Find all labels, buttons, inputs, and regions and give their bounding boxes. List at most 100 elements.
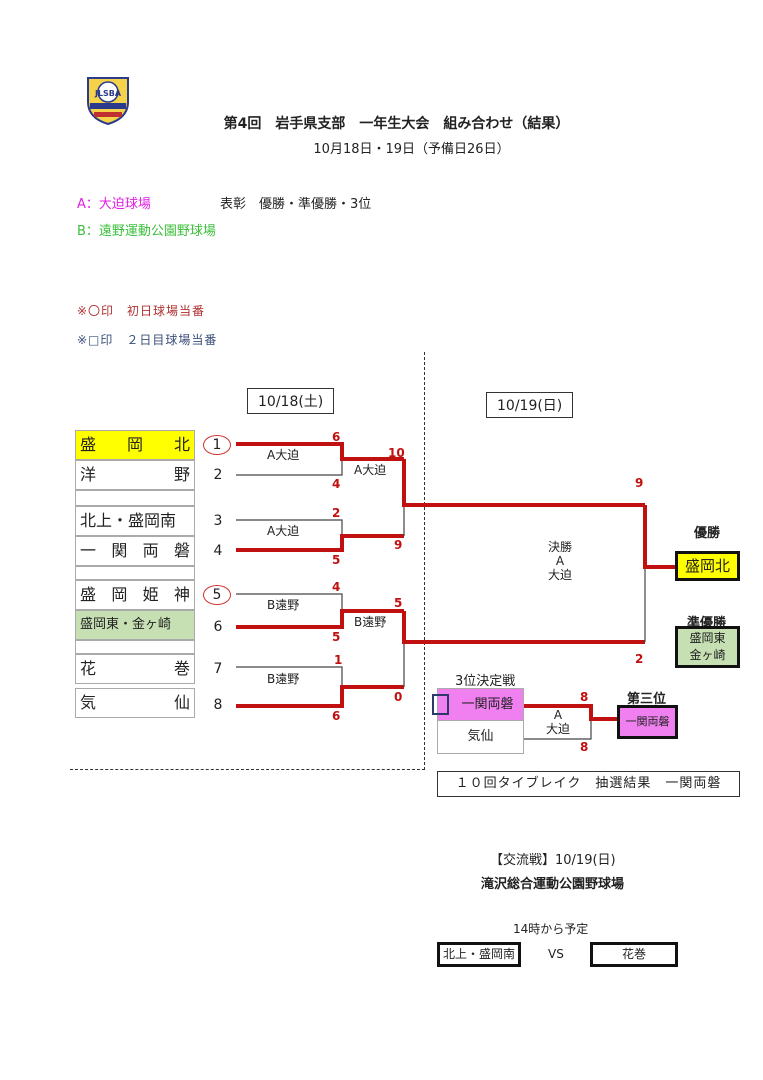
line-third-loser: [523, 719, 592, 740]
final-score-bottom: 2: [635, 652, 644, 666]
team-name-part: 野: [173, 465, 190, 484]
day2-label: 10/19(日): [486, 392, 574, 418]
seed-4: 4: [213, 543, 223, 559]
line-r1m4-winner: [236, 685, 404, 708]
team-name-part: 仙: [173, 693, 190, 712]
team-name-part: 北: [173, 435, 190, 454]
third-team1-name: 一関両磐: [461, 697, 514, 712]
third-venue-2: 大迫: [545, 722, 570, 736]
team-spacer: [75, 566, 195, 580]
exchange-team2: 花巻: [590, 942, 678, 967]
final-score-top: 9: [635, 476, 644, 490]
final-label-1: 決勝: [547, 540, 572, 554]
final-label: 決勝 A 大迫: [530, 540, 590, 582]
team-name-part: 盛岡東・金ヶ崎: [80, 617, 172, 632]
team-2: 洋野: [75, 460, 195, 490]
final-label-3: 大迫: [547, 568, 572, 582]
final-label-2: A: [555, 554, 565, 568]
line-final-winner: [643, 505, 676, 569]
team-name-part: 巻: [173, 659, 190, 678]
r1m1-score-top: 6: [332, 430, 341, 444]
team-name-part: 関: [111, 541, 128, 560]
line-semi2-winner: [402, 611, 645, 644]
exchange-team1: 北上・盛岡南: [437, 942, 521, 967]
r1m2-venue: A大迫: [267, 524, 300, 538]
seed-6: 6: [213, 619, 223, 635]
day1-label: 10/18(土): [247, 388, 335, 414]
r1m3-score-bottom: 5: [332, 630, 341, 644]
divider-vertical: [424, 352, 425, 770]
semi1-score-top: 10: [388, 446, 405, 460]
award-note: 表彰 優勝・準優勝・3位: [220, 197, 372, 212]
runnerup-line1: 盛岡東: [689, 631, 726, 645]
r1m1-score-bottom: 4: [332, 477, 341, 491]
page-dates: 10月18日・19日（予備日26日）: [313, 142, 510, 157]
third-venue: A 大迫: [540, 708, 576, 736]
team-7: 花巻: [75, 654, 195, 684]
r1m4-score-top: 1: [334, 653, 343, 667]
team-4: 一関両磐: [75, 536, 195, 566]
r1m2-score-top: 2: [332, 506, 341, 520]
team-8: 気仙: [75, 688, 195, 718]
semi2-venue: B遠野: [354, 615, 387, 629]
team-5: 盛岡姫神: [75, 580, 195, 610]
seed-1: 1: [203, 435, 231, 455]
team-name-part: 姫: [142, 585, 159, 604]
third-title: 3位決定戦: [455, 674, 516, 689]
note-square: ※□印 ２日目球場当番: [77, 333, 218, 347]
r1m3-score-top: 4: [332, 580, 341, 594]
seed-3: 3: [213, 513, 223, 529]
exchange-venue: 滝沢総合運動公園野球場: [481, 877, 625, 892]
champion-title: 優勝: [694, 526, 721, 541]
r1m4-venue: B遠野: [267, 672, 300, 686]
exchange-vs: VS: [548, 947, 564, 961]
line-r1m2-loser: [236, 519, 343, 536]
r1m2-score-bottom: 5: [332, 553, 341, 567]
seed-7: 7: [213, 661, 223, 677]
exchange-team1-name: 北上・盛岡南: [442, 947, 515, 961]
team-name-part: 洋: [80, 465, 97, 484]
champion-box: 盛岡北: [675, 551, 740, 581]
semi1-venue: A大迫: [354, 463, 387, 477]
note-circle: ※〇印 初日球場当番: [77, 304, 206, 318]
line-r1m2-winner: [236, 534, 404, 552]
square-marker: [432, 694, 449, 715]
runnerup-box: 盛岡東 金ヶ崎: [675, 626, 740, 668]
seed-2: 2: [213, 467, 223, 483]
third-result-title: 第三位: [627, 692, 667, 707]
runnerup-line2: 金ヶ崎: [689, 648, 726, 662]
third-venue-1: A: [553, 708, 563, 722]
line-r1m4-loser: [236, 666, 343, 687]
line-r1m1-winner: [236, 442, 404, 461]
third-score-top: 8: [580, 690, 589, 704]
team-1: 盛岡北: [75, 430, 195, 460]
tiebreak-text: １０回タイブレイク 抽選結果 一関両磐: [455, 776, 722, 791]
line-third-winner: [523, 704, 618, 721]
exchange-team2-name: 花巻: [621, 947, 646, 961]
third-result-box: 一関両磐: [617, 705, 678, 739]
tiebreak-note: １０回タイブレイク 抽選結果 一関両磐: [437, 771, 740, 797]
r1m1-venue: A大迫: [267, 448, 300, 462]
third-team2: 気仙: [437, 721, 524, 754]
line-r1m3-loser: [236, 593, 343, 611]
exchange-title: 【交流戦】10/19(日): [490, 853, 616, 868]
semi2-score-top: 5: [394, 596, 403, 610]
third-team1: 一関両磐: [437, 688, 524, 721]
venue-b: B：遠野運動公園野球場: [77, 224, 216, 239]
team-name-part: 盛: [80, 435, 97, 454]
divider-horizontal: [70, 769, 425, 770]
team-name-part: 盛: [80, 585, 97, 604]
team-name-part: 岡: [111, 585, 128, 604]
team-6: 盛岡東・金ヶ崎: [75, 610, 195, 640]
league-logo: JLSBA: [80, 70, 136, 126]
line-r1m3-winner: [236, 609, 404, 629]
svg-text:JLSBA: JLSBA: [94, 89, 122, 98]
team-name-part: 北上・盛岡南: [80, 511, 177, 530]
team-name-part: 神: [173, 585, 190, 604]
team-name-part: 磐: [173, 541, 190, 560]
champion-name: 盛岡北: [684, 557, 730, 575]
third-result-name: 一関両磐: [625, 715, 670, 728]
seed-5: 5: [203, 585, 231, 605]
team-name-part: 両: [142, 541, 159, 560]
semi1-score-bottom: 9: [394, 538, 403, 552]
